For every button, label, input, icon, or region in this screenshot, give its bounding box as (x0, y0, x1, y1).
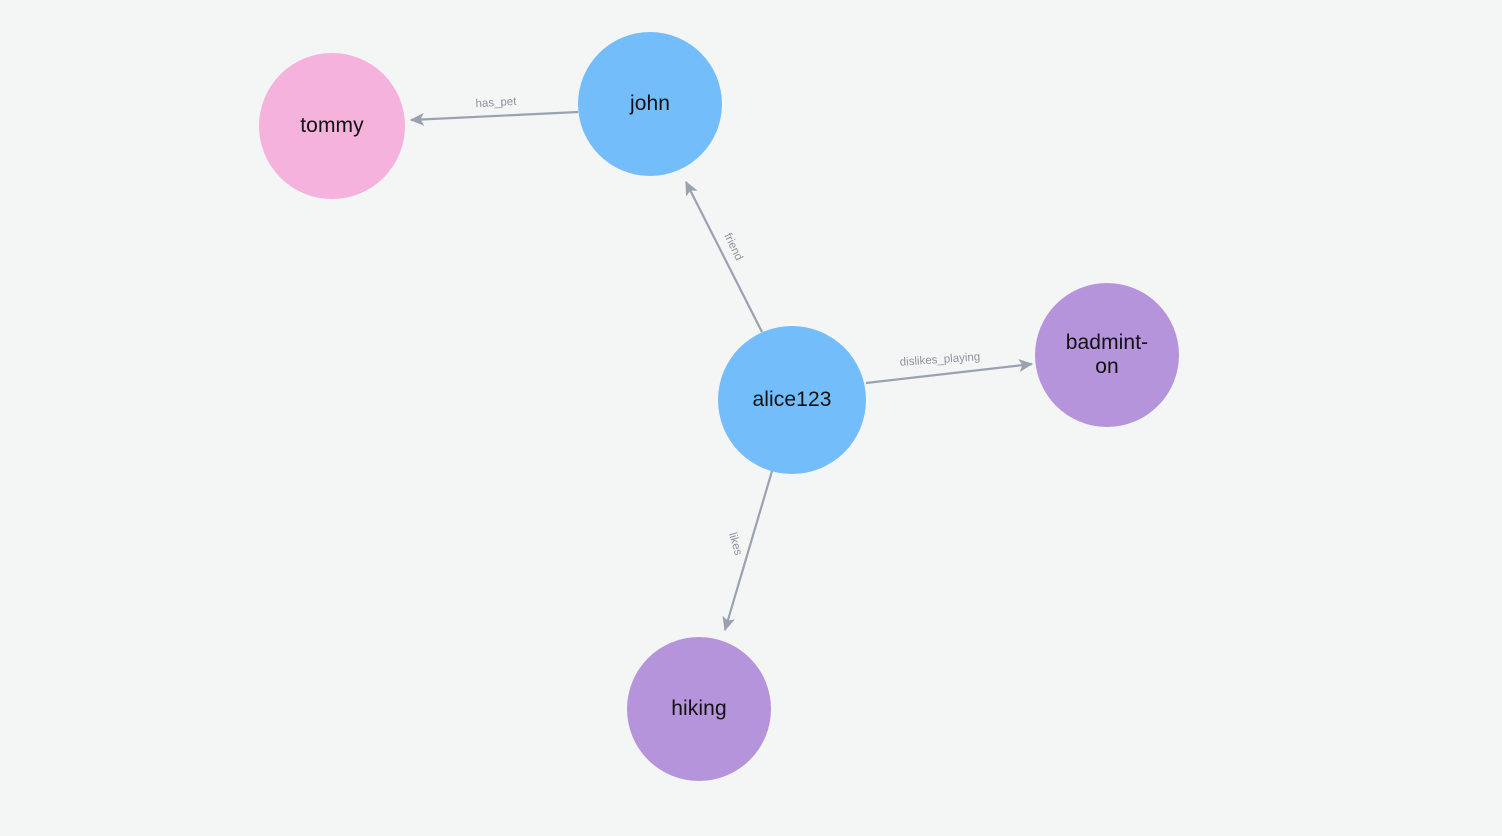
edge-line (865, 359, 1034, 385)
edge-alice123-dislikes_playing-badminton[interactable] (865, 359, 1034, 385)
edge-line (409, 110, 579, 126)
edge-john-has_pet-tommy[interactable] (409, 110, 579, 126)
graph-node-label: john (629, 92, 671, 116)
graph-node-tommy[interactable]: tommy (259, 53, 405, 199)
edge-line (685, 180, 763, 333)
graph-node-badminton[interactable]: badmint- on (1035, 283, 1179, 427)
graph-node-hiking[interactable]: hiking (627, 637, 771, 781)
graph-node-label: hiking (671, 697, 727, 721)
graph-node-label: badmint- on (1065, 331, 1149, 378)
graph-node-label: tommy (300, 114, 364, 138)
graph-node-alice123[interactable]: alice123 (718, 326, 866, 474)
graph-node-john[interactable]: john (578, 32, 722, 176)
edge-alice123-likes-hiking[interactable] (722, 470, 774, 632)
graph-node-label: alice123 (752, 388, 832, 412)
edge-alice123-friend-john[interactable] (685, 180, 763, 333)
edge-line (722, 470, 774, 632)
